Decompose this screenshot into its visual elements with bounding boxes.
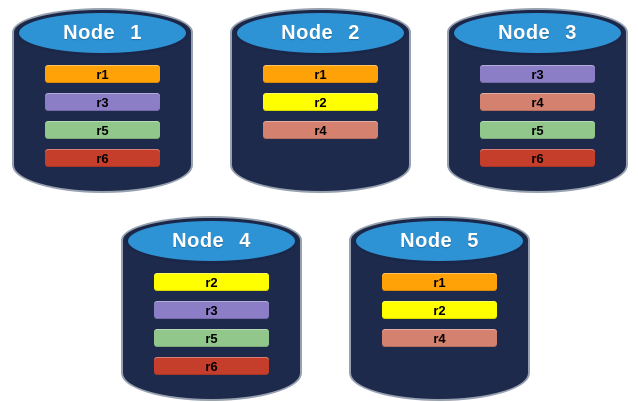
replica-bar: r3	[45, 93, 160, 111]
replica-bar: r6	[154, 357, 269, 375]
replica-bar: r6	[480, 149, 595, 167]
node-label: Node 1	[63, 21, 142, 44]
node-label: Node 2	[281, 21, 360, 44]
replica-bar: r4	[382, 329, 497, 347]
replica-bar: r4	[480, 93, 595, 111]
node-cylinder-2: Node 2 r1 r2 r4	[230, 8, 411, 193]
replica-bar: r3	[154, 301, 269, 319]
replica-list: r1 r3 r5 r6	[45, 65, 160, 177]
replica-bar: r1	[382, 273, 497, 291]
replica-bar: r2	[154, 273, 269, 291]
replica-list: r1 r2 r4	[263, 65, 378, 149]
replica-list: r1 r2 r4	[382, 273, 497, 357]
node-label: Node 4	[172, 229, 251, 252]
replica-bar: r2	[382, 301, 497, 319]
node-cylinder-5: Node 5 r1 r2 r4	[349, 216, 530, 401]
cylinder-top-ellipse: Node 5	[353, 218, 526, 264]
replica-bar: r5	[480, 121, 595, 139]
cylinder-top-ellipse: Node 2	[234, 10, 407, 56]
replica-bar: r5	[45, 121, 160, 139]
node-cylinder-1: Node 1 r1 r3 r5 r6	[12, 8, 193, 193]
cylinder-top-ellipse: Node 3	[451, 10, 624, 56]
replica-list: r2 r3 r5 r6	[154, 273, 269, 385]
replica-bar: r6	[45, 149, 160, 167]
cylinder-top-ellipse: Node 1	[16, 10, 189, 56]
replica-bar: r4	[263, 121, 378, 139]
node-cylinder-4: Node 4 r2 r3 r5 r6	[121, 216, 302, 401]
replica-bar: r2	[263, 93, 378, 111]
replica-bar: r5	[154, 329, 269, 347]
node-label: Node 5	[400, 229, 479, 252]
node-cylinder-3: Node 3 r3 r4 r5 r6	[447, 8, 628, 193]
cylinder-top-ellipse: Node 4	[125, 218, 298, 264]
replica-list: r3 r4 r5 r6	[480, 65, 595, 177]
replica-bar: r3	[480, 65, 595, 83]
node-label: Node 3	[498, 21, 577, 44]
replica-bar: r1	[45, 65, 160, 83]
replica-bar: r1	[263, 65, 378, 83]
